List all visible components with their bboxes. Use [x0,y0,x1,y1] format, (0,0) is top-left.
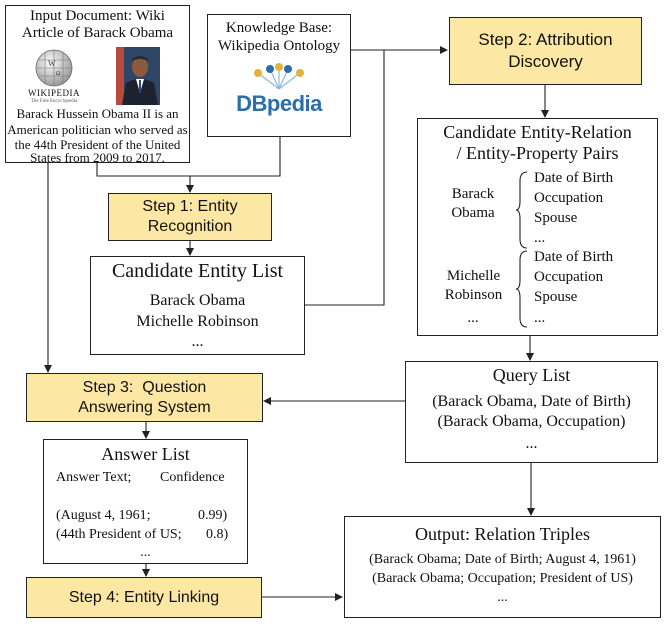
portrait-icon [116,47,160,105]
step3-label-1: Step 3: Question [82,378,207,396]
obama-portrait-image [116,47,160,105]
brace-icon [515,171,528,249]
candidate-pairs-title-1: Candidate Entity-Relation [443,122,632,142]
wikipedia-logo: W Ω WIKIPEDIA The Free Encyclopedia [28,48,80,106]
step1-label-1: Step 1: Entity [142,198,238,215]
pair-prop-2-1: Date of Birth [534,249,614,265]
input-doc-text-2: American politician who served as [7,122,188,137]
input-doc-text-3: the 44th President of the United [14,137,181,152]
pair-prop-2-4: ... [534,310,546,326]
answer-header-confidence: Confidence [160,470,225,485]
pair-prop-2-3: Spouse [534,289,578,305]
wikipedia-tagline: The Free Encyclopedia [30,99,78,104]
pair-prop-1-4: ... [534,230,546,246]
pair-prop-1-1: Date of Birth [534,170,614,186]
line-kb-to-junction [190,137,281,177]
answer-row-1-text: (August 4, 1961; [56,508,151,523]
step3-label-2: Answering System [78,398,211,416]
step4-entity-linking: Step 4: Entity Linking [26,577,262,618]
pair-prop-1-2: Occupation [534,190,604,206]
output-ellipsis: ... [497,590,508,605]
svg-text:Ω: Ω [56,71,61,77]
output-triple-1: (Barack Obama; Date of Birth; August 4, … [369,552,636,567]
wikipedia-globe-icon: W Ω [35,49,73,87]
brace-icon [515,250,528,328]
step2-attribution-discovery: Step 2: Attribution Discovery [449,17,642,85]
step2-label-1: Step 2: Attribution [478,30,613,49]
candidate-entity-2: Michelle Robinson [136,313,259,330]
answer-list-title: Answer List [101,444,190,464]
pair-prop-2-2: Occupation [534,269,604,285]
dbpedia-network-icon [254,63,304,90]
query-list-box: Query List (Barack Obama, Date of Birth)… [405,361,658,463]
candidate-entity-1: Barack Obama [149,292,246,309]
output-title: Output: Relation Triples [414,524,591,544]
answer-row-2-text: (44th President of US; [56,527,182,542]
candidate-pairs-box: Candidate Entity-Relation / Entity-Prope… [417,118,658,336]
svg-text:W: W [48,59,56,68]
input-doc-text-4: States from 2009 to 2017. [30,150,165,165]
query-item-ellipsis: ... [525,435,538,452]
input-doc-title-2: Article of Barack Obama [21,25,174,41]
step1-label-2: Recognition [147,218,233,235]
query-item-2: (Barack Obama, Occupation) [437,413,626,430]
answer-row-1-conf: 0.99) [198,508,228,523]
query-list-title: Query List [492,365,571,385]
dbpedia-logo-text: DBpedia [236,91,322,116]
candidate-entity-list-box: Candidate Entity List Barack Obama Miche… [90,256,305,355]
pair-entity-michelle-2: Robinson [444,287,503,303]
pair-entity-michelle-1: Michelle [446,268,501,284]
input-doc-text-1: Barack Hussein Obama II is an [16,106,179,121]
step2-label-2: Discovery [508,52,583,71]
answer-header-text: Answer Text; [56,470,132,485]
pair-entity-barack-2: Obama [451,205,495,221]
pair-prop-1-3: Spouse [534,210,578,226]
answer-list-ellipsis: ... [140,545,151,560]
pair-entity-barack-1: Barack [451,186,495,202]
candidate-pairs-title-2: / Entity-Property Pairs [456,143,619,163]
step1-entity-recognition: Step 1: Entity Recognition [108,193,272,241]
answer-list-box: Answer List Answer Text; Confidence (Aug… [43,439,248,564]
candidate-entity-list-title: Candidate Entity List [111,260,284,282]
input-doc-title-1: Input Document: Wiki [30,8,165,24]
step4-label: Step 4: Entity Linking [68,588,220,606]
wikipedia-wordmark: WIKIPEDIA [28,88,80,98]
arrow-input-to-step1 [96,163,194,193]
kb-title-1: Knowledge Base: [225,20,333,36]
input-document-box: Input Document: Wiki Article of Barack O… [5,5,190,165]
candidate-entity-ellipsis: ... [191,333,204,350]
candidate-pairs-ellipsis: ... [467,310,479,326]
knowledge-base-box: Knowledge Base: Wikipedia Ontology DBped… [207,14,351,137]
kb-title-2: Wikipedia Ontology [217,38,341,54]
output-relation-triples-box: Output: Relation Triples (Barack Obama; … [344,516,661,618]
query-item-1: (Barack Obama, Date of Birth) [432,393,631,410]
step3-question-answering: Step 3: Question Answering System [26,373,263,422]
line-entity-list-to-step2 [305,50,385,306]
output-triple-2: (Barack Obama; Occupation; President of … [372,571,633,586]
answer-row-2-conf: 0.8) [206,527,229,542]
